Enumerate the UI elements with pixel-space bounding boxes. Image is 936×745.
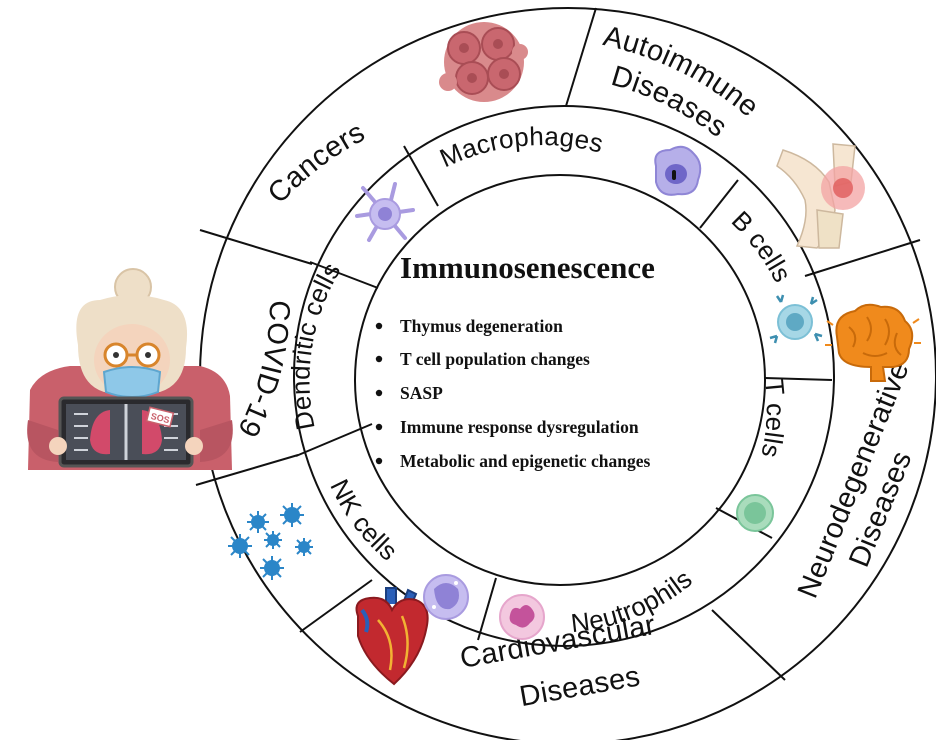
cardio-label-line2: Diseases (517, 660, 642, 713)
bullet-icon (375, 322, 383, 330)
center-item: Immune response dysregulation (400, 417, 639, 437)
sos-sign-text: SOS (150, 411, 171, 425)
knee-joint-icon (776, 143, 865, 249)
center-bullets: Thymus degeneration T cell population ch… (375, 316, 651, 471)
virus-icon (228, 503, 313, 580)
outer-dividers (195, 7, 921, 681)
dendritic-cells-label: Dendritic cells (285, 257, 346, 432)
bullet-icon (375, 355, 383, 363)
bullet-icon (375, 457, 383, 465)
cancer-cell-icon (439, 22, 528, 102)
brain-icon (825, 303, 921, 382)
bullet-icon (375, 389, 383, 397)
center-item: T cell population changes (400, 349, 590, 369)
center-title: Immunosenescence (400, 250, 655, 285)
dendritic-cell-icon (355, 182, 415, 242)
center-item: SASP (400, 383, 443, 403)
covid-label: COVID-19 (231, 300, 295, 442)
t-cell-icon (736, 494, 774, 532)
t-cells-label: T cells (755, 378, 790, 461)
macrophages-label: Macrophages (435, 121, 606, 173)
neutrophil-icon (499, 594, 545, 640)
elderly-woman-icon: SOS (27, 268, 233, 470)
macrophage-icon (654, 145, 702, 196)
nk-cell-icon (423, 574, 469, 620)
center-item: Metabolic and epigenetic changes (400, 451, 651, 471)
bullet-icon (375, 423, 383, 431)
center-item: Thymus degeneration (400, 316, 563, 336)
heart-icon (355, 587, 429, 686)
cardio-label-group: Cardiovascular Diseases (458, 609, 658, 713)
cancers-label: Cancers (262, 116, 370, 210)
b-cell-icon (769, 294, 823, 344)
neuro-label-group: Neurodegenerative Diseases (792, 357, 919, 602)
